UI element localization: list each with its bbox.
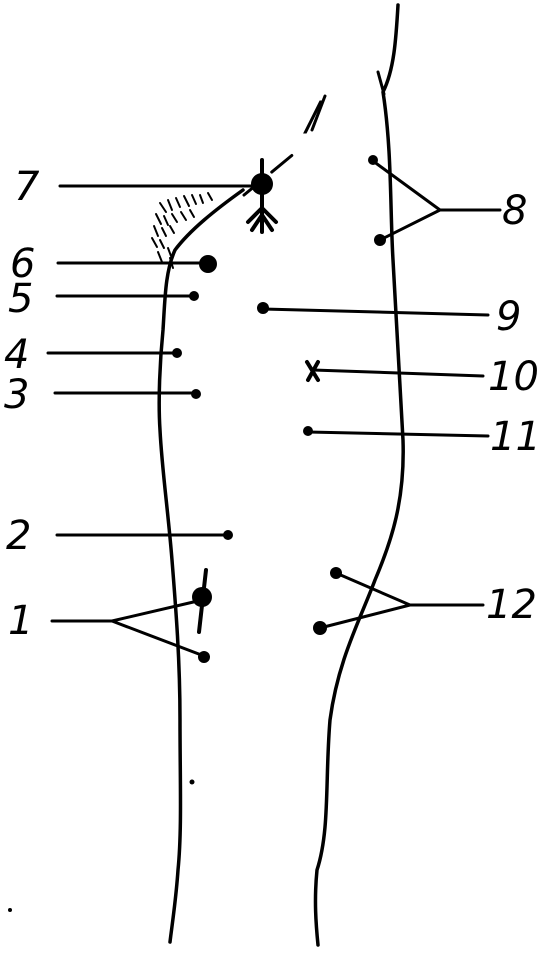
point-12-upper-dot bbox=[330, 567, 342, 579]
label-8: 8 bbox=[502, 188, 527, 234]
point-8-upper-dot bbox=[368, 155, 378, 165]
left-body-contour bbox=[157, 188, 245, 944]
label-9: 9 bbox=[496, 294, 521, 340]
leader-line-11 bbox=[306, 430, 490, 438]
axis-top-mark bbox=[310, 94, 327, 132]
label-12: 12 bbox=[486, 582, 537, 628]
leader-line-12 bbox=[318, 571, 485, 630]
leader-line-1 bbox=[50, 598, 206, 658]
right-body-contour bbox=[313, 3, 405, 947]
label-7: 7 bbox=[14, 164, 40, 210]
label-3: 3 bbox=[4, 372, 29, 418]
label-6: 6 bbox=[10, 241, 35, 287]
label-1: 1 bbox=[8, 598, 33, 644]
point-12-lower-dot bbox=[313, 621, 327, 635]
point-5-dot bbox=[189, 291, 199, 301]
shaded-region bbox=[151, 192, 213, 269]
axis-label: / bbox=[303, 94, 324, 140]
label-5: 5 bbox=[8, 276, 33, 322]
leader-line-8 bbox=[371, 159, 502, 242]
speck bbox=[189, 779, 195, 785]
label-2: 2 bbox=[6, 513, 31, 559]
point-8-lower-dot bbox=[374, 234, 386, 246]
right-contour-notch bbox=[376, 70, 386, 96]
leader-line-10 bbox=[311, 368, 485, 378]
point-4-dot bbox=[172, 348, 182, 358]
point-10-cross-mark bbox=[305, 360, 320, 382]
label-11: 11 bbox=[490, 414, 541, 460]
label-10: 10 bbox=[488, 354, 539, 400]
point-1-marker bbox=[192, 568, 212, 634]
point-1-lower-dot bbox=[198, 651, 210, 663]
point-3-dot bbox=[191, 389, 201, 399]
point-9-dot bbox=[257, 302, 269, 314]
point-11-dot bbox=[303, 426, 313, 436]
point-6-dot bbox=[199, 255, 217, 273]
point-7-marker bbox=[246, 158, 278, 234]
speck bbox=[8, 908, 12, 912]
leader-line-9 bbox=[261, 307, 490, 317]
label-4: 4 bbox=[4, 332, 29, 378]
point-2-dot bbox=[223, 530, 233, 540]
